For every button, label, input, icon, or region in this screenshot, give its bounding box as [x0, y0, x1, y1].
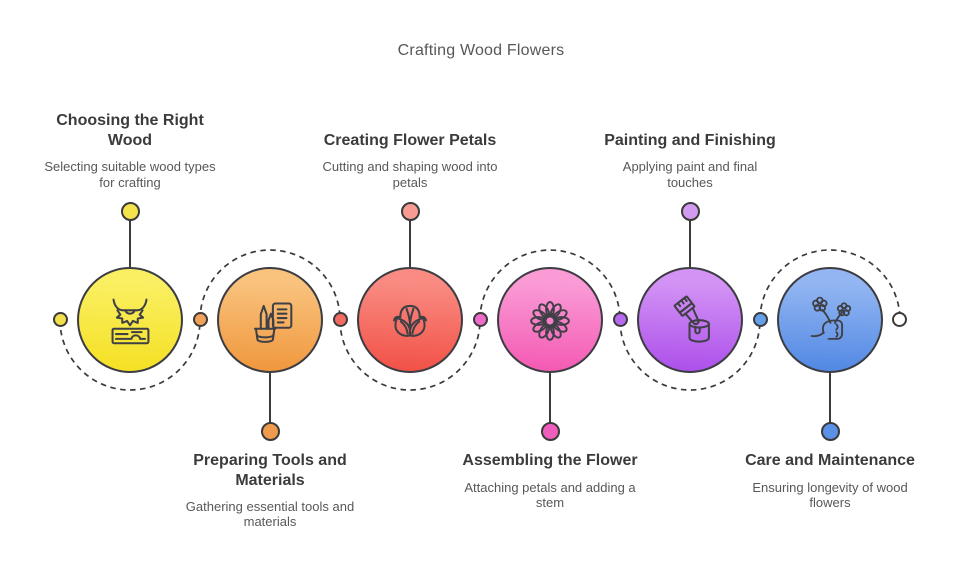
- step-circle: [217, 267, 323, 373]
- step-title: Preparing Tools and Materials: [193, 452, 347, 489]
- step-label-block: Preparing Tools and Materials Gathering …: [160, 451, 380, 530]
- step-label-block: Care and Maintenance Ensuring longevity …: [720, 451, 940, 510]
- step-title: Assembling the Flower: [462, 452, 638, 469]
- step-title: Choosing the Right Wood: [56, 112, 204, 149]
- step-title: Painting and Finishing: [604, 131, 776, 149]
- timeline-dot: [753, 312, 768, 327]
- timeline-dot: [473, 312, 488, 327]
- step-marker-dot: [400, 202, 420, 221]
- timeline-end-dot: [892, 312, 907, 327]
- timeline-dot: [333, 312, 348, 327]
- step-label-block: Choosing the Right Wood Selecting suitab…: [20, 102, 240, 190]
- connector-line: [269, 373, 271, 423]
- step-marker-dot: [120, 202, 140, 221]
- timeline-dot: [53, 312, 68, 327]
- step-description: Applying paint and final touches: [622, 159, 758, 190]
- connector-line: [829, 373, 831, 423]
- step-marker-dot: [540, 422, 560, 441]
- tools-pot-and-checklist-icon: [253, 302, 293, 343]
- connector-line: [129, 220, 131, 267]
- connector-line: [689, 220, 691, 267]
- step-circle: [357, 267, 463, 373]
- step-marker-dot: [680, 202, 700, 221]
- step-label-block: Creating Flower Petals Cutting and shapi…: [300, 102, 520, 190]
- step-circle: [637, 267, 743, 373]
- step-description: Attaching petals and adding a stem: [464, 479, 636, 510]
- paintbrush-and-can-icon: [673, 295, 710, 343]
- step-description: Ensuring longevity of wood flowers: [752, 479, 908, 510]
- step-circle: [777, 267, 883, 373]
- saw-blade-and-plank-icon: [111, 298, 150, 345]
- step-title: Creating Flower Petals: [323, 131, 497, 149]
- daisy-flower-icon: [530, 301, 570, 341]
- step-title: Care and Maintenance: [745, 452, 915, 469]
- hand-holding-flowers-icon: [810, 296, 852, 340]
- connector-line: [549, 373, 551, 423]
- step-label-block: Assembling the Flower Attaching petals a…: [440, 451, 660, 510]
- timeline-dot: [193, 312, 208, 327]
- step-label-block: Painting and Finishing Applying paint an…: [580, 102, 800, 190]
- diagram-title: Crafting Wood Flowers: [397, 42, 565, 59]
- step-circle: [497, 267, 603, 373]
- timeline-dot: [613, 312, 628, 327]
- connector-line: [409, 220, 411, 267]
- wooden-rose-icon: [392, 304, 428, 337]
- step-marker-dot: [260, 422, 280, 441]
- step-description: Cutting and shaping wood into petals: [322, 159, 498, 190]
- step-circle: [77, 267, 183, 373]
- step-marker-dot: [820, 422, 840, 441]
- step-description: Selecting suitable wood types for crafti…: [44, 159, 216, 190]
- step-description: Gathering essential tools and materials: [185, 499, 355, 530]
